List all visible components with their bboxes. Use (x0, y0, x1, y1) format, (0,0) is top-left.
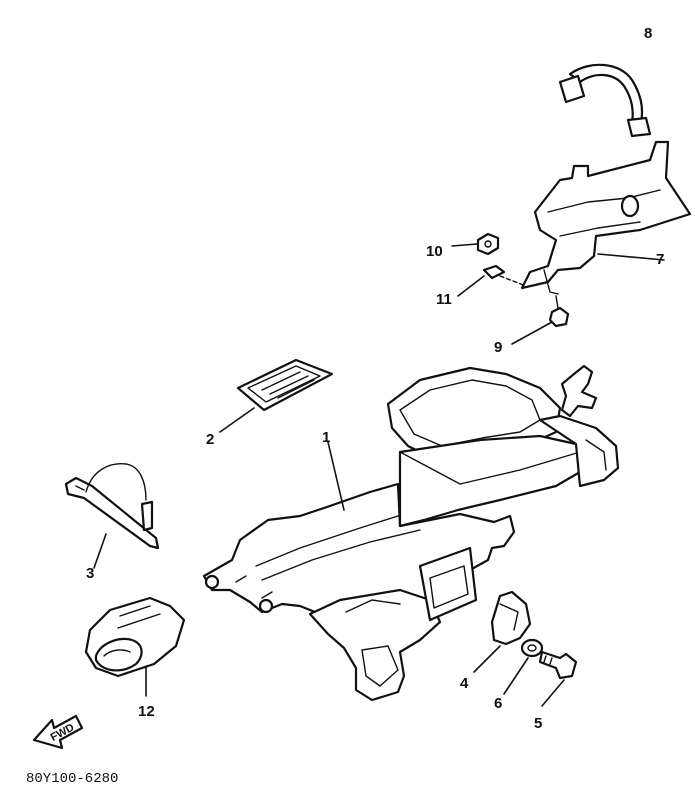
callout-10: 10 (426, 243, 443, 260)
bolt-part-9 (548, 295, 570, 328)
callout-1: 1 (322, 429, 330, 446)
label-plate-part-2 (236, 358, 334, 412)
callout-9: 9 (494, 339, 502, 356)
main-tray-part-1 (202, 364, 620, 702)
nut-part-10 (476, 232, 500, 256)
callout-4: 4 (460, 675, 469, 692)
callout-5: 5 (534, 715, 542, 732)
washer-part-11 (482, 264, 506, 280)
fwd-arrow: FWD (32, 714, 84, 750)
callout-3: 3 (86, 565, 94, 582)
bracket-part-7 (520, 140, 692, 295)
clip-part-4 (490, 590, 532, 646)
callout-11: 11 (436, 291, 452, 308)
grommet-part-12 (84, 596, 186, 678)
washer-part-6 (520, 638, 544, 658)
callout-7: 7 (656, 251, 664, 268)
callout-8: 8 (644, 25, 652, 42)
bolt-part-5 (538, 650, 578, 680)
callout-6: 6 (494, 695, 502, 712)
drawing-code: 80Y100-6280 (26, 771, 118, 787)
callout-12: 12 (138, 703, 155, 720)
strap-part-8 (558, 63, 652, 138)
callout-2: 2 (206, 431, 214, 448)
cable-rod-part-3 (64, 463, 160, 550)
